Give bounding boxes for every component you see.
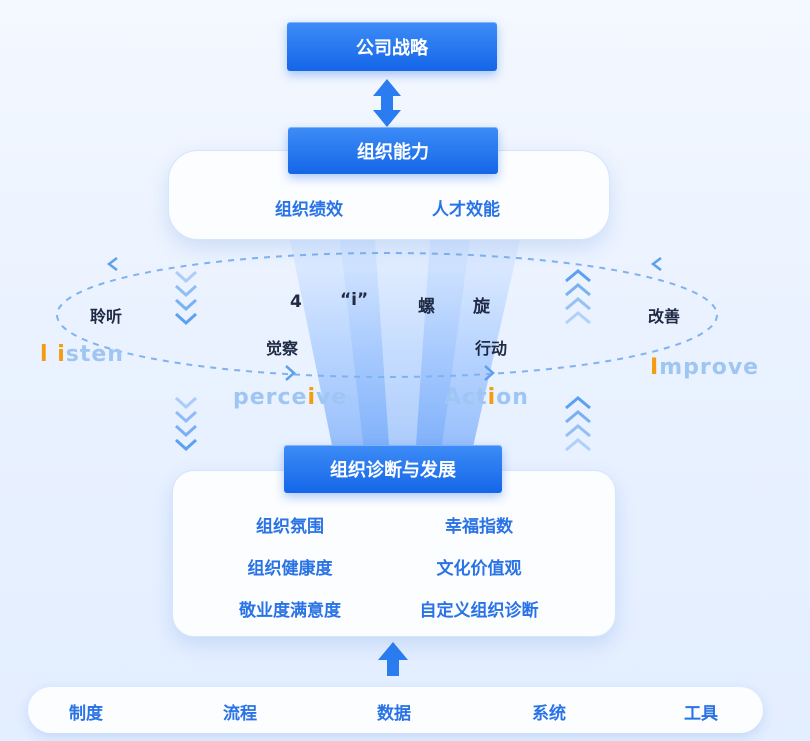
capability-item-performance: 组织绩效 — [275, 200, 343, 220]
perceive-english: perceive — [233, 385, 347, 410]
diagnosis-panel — [172, 470, 616, 637]
diagnosis-item-health: 组织健康度 — [247, 559, 333, 579]
cycle-arrow-perceive-icon — [285, 365, 296, 381]
foundation-item-data: 数据 — [377, 704, 411, 724]
perceive-highlight-letter: i — [307, 385, 317, 410]
chevrons-up-lower-icon — [565, 396, 591, 452]
improve-english-rest: mprove — [659, 355, 760, 380]
listen-label: 聆听 — [90, 307, 123, 326]
diagnosis-item-engagement: 敬业度满意度 — [239, 601, 341, 621]
foundation-item-tools: 工具 — [684, 704, 718, 724]
diagnosis-item-happiness: 幸福指数 — [445, 517, 513, 537]
up-arrow-icon — [378, 642, 408, 676]
listen-english-rest: sten — [65, 342, 124, 367]
action-english-pre: Act — [444, 385, 488, 410]
perceive-label: 觉察 — [266, 339, 299, 358]
chevrons-down-upper-icon — [174, 270, 198, 326]
cycle-arrow-right-icon — [650, 257, 662, 271]
perceive-english-pre: perce — [233, 385, 308, 410]
org-capability-box: 组织能力 — [288, 127, 498, 174]
cycle-ellipse — [56, 252, 718, 378]
diagnosis-item-atmosphere: 组织氛围 — [256, 517, 324, 537]
capability-item-talent-efficiency: 人才效能 — [432, 200, 500, 220]
chevrons-down-lower-icon — [174, 396, 198, 452]
action-english: Action — [444, 385, 529, 410]
foundation-item-systems: 系统 — [532, 704, 566, 724]
improve-english: Improve — [650, 355, 759, 380]
diagnosis-item-custom: 自定义组织诊断 — [419, 601, 539, 621]
action-highlight-letter: i — [487, 385, 497, 410]
perceive-english-post: ve — [316, 385, 348, 410]
diagnosis-title-box: 组织诊断与发展 — [284, 445, 502, 493]
foundation-item-process: 流程 — [223, 704, 257, 724]
chevrons-up-upper-icon — [565, 269, 591, 325]
cycle-arrow-left-icon — [106, 257, 118, 271]
cycle-title-spiral-1: 螺 — [418, 297, 435, 317]
double-arrow-icon — [373, 79, 401, 127]
cycle-title-number: 4 — [290, 292, 302, 312]
company-strategy-box: 公司战略 — [287, 22, 497, 71]
listen-highlight-letter: l i — [40, 342, 66, 367]
improve-highlight-letter: I — [650, 355, 660, 380]
foundation-item-system-rules: 制度 — [69, 704, 103, 724]
cycle-title-spiral-2: 旋 — [473, 297, 490, 317]
diagnosis-item-culture: 文化价值观 — [436, 559, 522, 579]
cycle-arrow-action-icon — [484, 365, 495, 381]
action-label: 行动 — [475, 339, 508, 358]
foundation-bar: 制度 流程 数据 系统 工具 — [28, 687, 763, 733]
listen-english: l isten — [40, 342, 124, 367]
improve-label: 改善 — [648, 307, 681, 326]
action-english-post: on — [496, 385, 529, 410]
cycle-title-i: “i” — [340, 290, 369, 310]
